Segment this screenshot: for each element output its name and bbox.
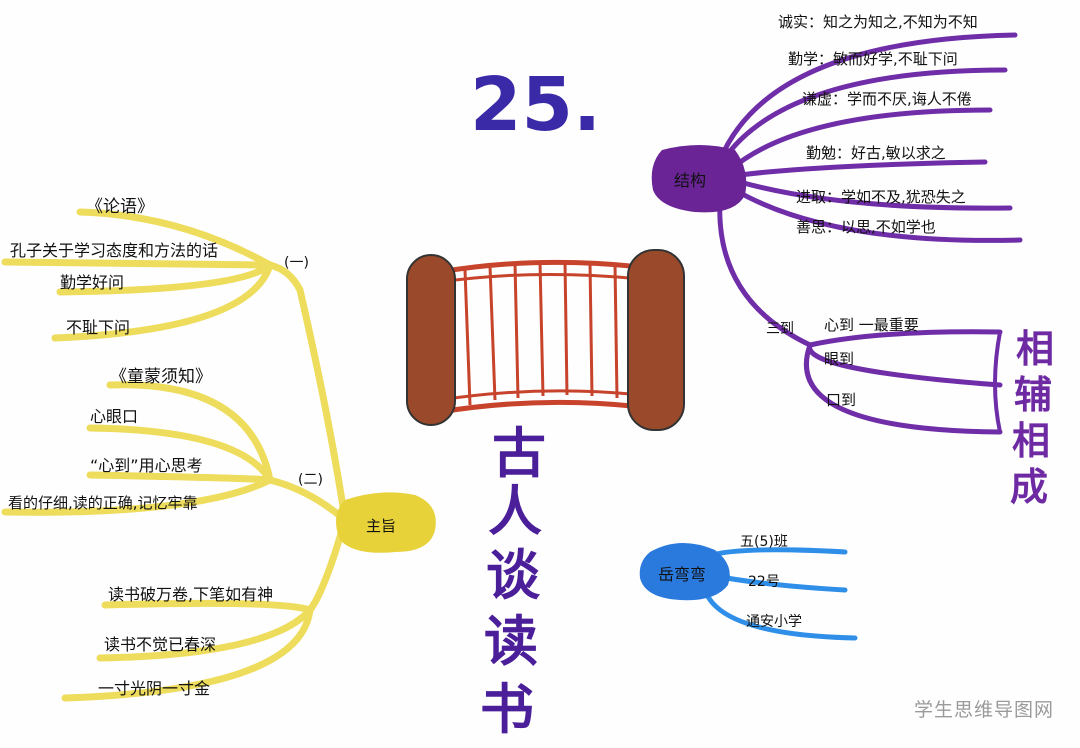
side-char: 成 xyxy=(1010,465,1048,509)
central-node-theme: 主旨 xyxy=(336,492,436,553)
branch-text: 孔子关于学习态度和方法的话 xyxy=(10,241,218,260)
branch-text: 善思：以思,不如学也 xyxy=(796,218,936,236)
purple-branches xyxy=(717,32,1023,435)
title-char: 书 xyxy=(480,678,534,741)
watermark: 学生思维导图网 xyxy=(913,699,1054,721)
title-char: 人 xyxy=(488,480,542,543)
subtopic-marker: (二) xyxy=(298,472,323,488)
branch-text: “心到”用心思考 xyxy=(90,456,203,475)
branch-text: 谦虚：学而不厌,诲人不倦 xyxy=(802,90,972,108)
branch-text: 勤学好问 xyxy=(60,273,124,292)
branch-text: 读书破万卷,下笔如有神 xyxy=(108,585,273,604)
branch-text: 通安小学 xyxy=(746,614,802,630)
branch-text: 一寸光阴一寸金 xyxy=(98,679,210,698)
side-vertical-text: 相 辅 相 成 xyxy=(1010,327,1054,509)
title-char: 读 xyxy=(484,610,538,673)
structure-node: 结构 xyxy=(651,145,747,213)
branch-text: 看的仔细,读的正确,记忆牢靠 xyxy=(8,494,198,512)
branch-text: 勤学：敏而好学,不耻下问 xyxy=(788,50,958,68)
branch-text: 22号 xyxy=(748,574,780,590)
three-label: 三到 xyxy=(766,321,794,337)
branch-text: 诚实：知之为知之,不知为不知 xyxy=(778,13,978,31)
central-node-label: 主旨 xyxy=(366,517,396,535)
branch-text: 心眼口 xyxy=(90,407,138,426)
branch-text: 勤勉：好古,敏以求之 xyxy=(806,144,946,162)
source-label: 《论语》 xyxy=(86,197,154,217)
structure-node-label: 结构 xyxy=(674,171,706,190)
subtopic-marker: (一) xyxy=(284,255,309,271)
branch-text: 五(5)班 xyxy=(740,534,788,550)
scroll-illustration xyxy=(406,249,685,431)
bracket xyxy=(993,331,1002,433)
vertical-title: 古 人 谈 读 书 xyxy=(480,422,546,741)
author-node-label: 岳弯弯 xyxy=(658,565,706,584)
side-char: 相 xyxy=(1012,419,1050,463)
title-char: 古 xyxy=(492,422,546,485)
source-label: 《童蒙须知》 xyxy=(110,367,212,387)
branch-text: 口到 xyxy=(826,391,856,409)
side-char: 辅 xyxy=(1014,373,1052,417)
branch-text: 读书不觉已春深 xyxy=(104,635,216,654)
author-node: 岳弯弯 xyxy=(639,542,730,601)
branch-text: 心到 一最重要 xyxy=(824,316,919,334)
branch-text: 眼到 xyxy=(824,350,854,368)
branch-text: 进取：学如不及,犹恐失之 xyxy=(796,188,966,206)
side-char: 相 xyxy=(1016,327,1054,371)
branch-text: 不耻下问 xyxy=(66,318,130,337)
title-char: 谈 xyxy=(486,544,541,607)
lesson-number: 25. xyxy=(470,62,601,148)
yellow-branches xyxy=(1,208,349,702)
